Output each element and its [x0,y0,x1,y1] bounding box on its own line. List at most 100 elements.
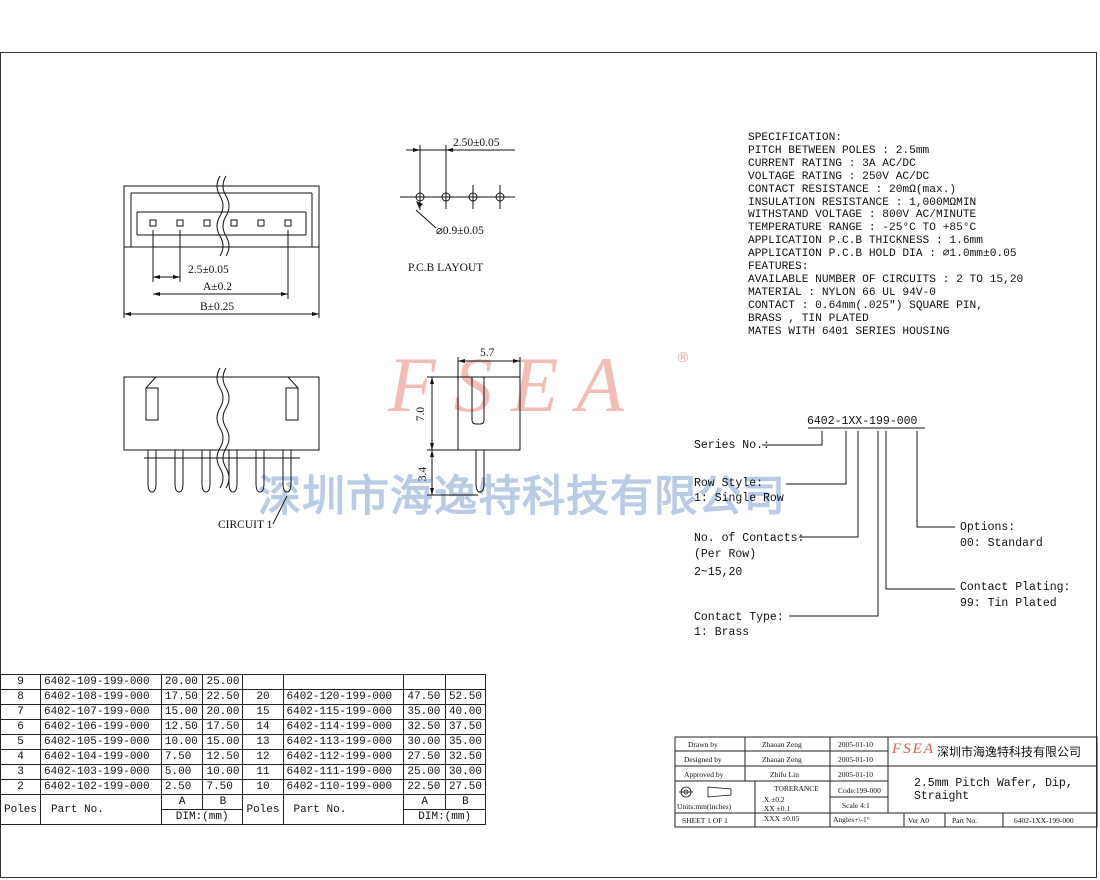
contacts-title: No. of Contacts: [694,532,805,545]
options-title: Options: [960,521,1016,534]
parts-table: 9 6402-109-199-000 20.00 25.00 8 6402-10… [0,674,487,825]
tolerance-x: .X ±0.2 [762,795,785,804]
drawn-name: Zhaoan Zeng [762,740,802,749]
cell-a [403,674,446,690]
cell-b: 22.50 [202,689,244,705]
spec-line: MATERIAL : NYLON 66 UL 94V-0 [748,286,936,299]
cell-b: 15.00 [202,734,244,750]
spec-line: BRASS , TIN PLATED [748,312,869,325]
pcb-pitch-label: 2.50±0.05 [453,137,500,149]
specification-block: SPECIFICATION: PITCH BETWEEN POLES : 2.5… [748,132,1023,339]
cell-poles: 11 [242,764,284,780]
cell-part: 6402-107-199-000 [40,704,162,720]
side-width-label: 5.7 [480,347,495,359]
part-code: 6402-1XX-199-000 [807,415,918,428]
front-view-outline [123,376,320,451]
row-style-title: Row Style: [694,477,764,490]
plating-value: 99: Tin Plated [960,597,1057,610]
header-b: B [202,794,244,810]
version-label: Ver A0 [908,816,930,825]
table-row: 7 6402-107-199-000 15.00 20.00 15 6402-1… [0,704,487,720]
cell-a: 22.50 [403,779,446,795]
row-style-value: 1: Single Row [694,492,784,505]
pcb-hole-label: ⌀0.9±0.05 [436,225,484,237]
table-row: 3 6402-103-199-000 5.00 10.00 11 6402-11… [0,764,487,780]
cell-poles: 2 [0,779,42,795]
cell-poles: 7 [0,704,42,720]
spec-line: SPECIFICATION: [748,132,842,144]
cell-b: 25.00 [202,674,244,690]
options-value: 00: Standard [960,537,1043,550]
cell-b: 10.00 [202,764,244,780]
cell-poles [242,674,284,690]
cell-b: 32.50 [444,749,487,765]
cell-poles: 13 [242,734,284,750]
cell-part: 6402-114-199-000 [282,719,405,735]
cell-b: 40.00 [444,704,487,720]
dim-a-label: A±0.2 [203,281,232,293]
cell-part: 6402-106-199-000 [40,719,162,735]
sheet-label: SHEET 1 OF 1 [682,816,728,825]
cell-poles: 4 [0,749,42,765]
dim-pitch-label: 2.5±0.05 [188,264,229,276]
cell-poles: 10 [242,779,284,795]
spec-line: CURRENT RATING : 3A AC/DC [748,157,916,170]
company-name: 深圳市海逸特科技有限公司 [937,745,1082,759]
cell-part: 6402-109-199-000 [40,674,162,690]
cell-a: 7.50 [160,749,204,765]
table-row: 5 6402-105-199-000 10.00 15.00 13 6402-1… [0,734,487,750]
watermark-latin: FSEA [388,341,642,428]
cell-part: 6402-102-199-000 [40,779,162,795]
spec-line: MATES WITH 6401 SERIES HOUSING [748,325,950,338]
tolerance-xxx: .XXX ±0.05 [762,814,800,823]
side-height-label: 7.0 [415,406,428,422]
cell-poles: 9 [0,674,42,690]
scale-label: Scale 4:1 [842,801,870,810]
cell-poles: 8 [0,689,42,705]
cell-b: 17.50 [202,719,244,735]
drawn-date: 2005-01-10 [838,740,873,749]
dim-b-label: B±0.25 [200,301,235,313]
cell-a: 2.50 [160,779,204,795]
header-dim: DIM:(mm) [160,809,244,825]
cell-part: 6402-115-199-000 [282,704,405,720]
code-label: Code:199-000 [838,786,881,795]
cell-part: 6402-105-199-000 [40,734,162,750]
table-row: 8 6402-108-199-000 17.50 22.50 20 6402-1… [0,689,487,705]
plating-title: Contact Plating: [960,581,1071,594]
tolerance-xx: .XX ±0.1 [762,804,791,813]
drawing-title-line1: 2.5mm Pitch Wafer, Dip, [914,777,1073,790]
units-label: Units:mm(inches) [677,802,732,811]
cell-a: 15.00 [160,704,204,720]
cell-part: 6402-108-199-000 [40,689,162,705]
spec-line: PITCH BETWEEN POLES : 2.5mm [748,144,930,157]
header-part: Part No. [282,794,405,825]
cell-a: 5.00 [160,764,204,780]
table-header-row: Poles Part No. A B Poles Part No. A B [0,794,487,825]
cell-a: 32.50 [403,719,446,735]
part-number-label: Part No. [952,816,977,825]
cell-poles: 12 [242,749,284,765]
tolerance-label: TORERANCE [774,784,819,793]
cell-b: 52.50 [444,689,487,705]
table-row: 4 6402-104-199-000 7.50 12.50 12 6402-11… [0,749,487,765]
drawing-border [0,52,1097,878]
cell-part: 6402-111-199-000 [282,764,405,780]
contacts-note: (Per Row) [694,548,757,561]
table-row: 9 6402-109-199-000 20.00 25.00 [0,674,487,690]
cell-poles: 14 [242,719,284,735]
watermark-registered-icon: ® [676,350,690,366]
approved-date: 2005-01-10 [838,770,873,779]
part-number-value: 6402-1XX-199-000 [1014,816,1074,825]
spec-line: CONTACT : 0.64mm(.025") SQUARE PIN, [748,299,983,312]
contacts-value: 2~15,20 [694,566,743,579]
approved-label: Approved by [684,770,724,779]
cell-part: 6402-103-199-000 [40,764,162,780]
cell-a: 30.00 [403,734,446,750]
cell-poles: 5 [0,734,42,750]
contact-type-value: 1: Brass [694,626,750,639]
table-header-row: DIM:(mm) DIM:(mm) [1,809,486,825]
designed-label: Designed by [684,755,722,764]
cell-part [282,674,405,690]
